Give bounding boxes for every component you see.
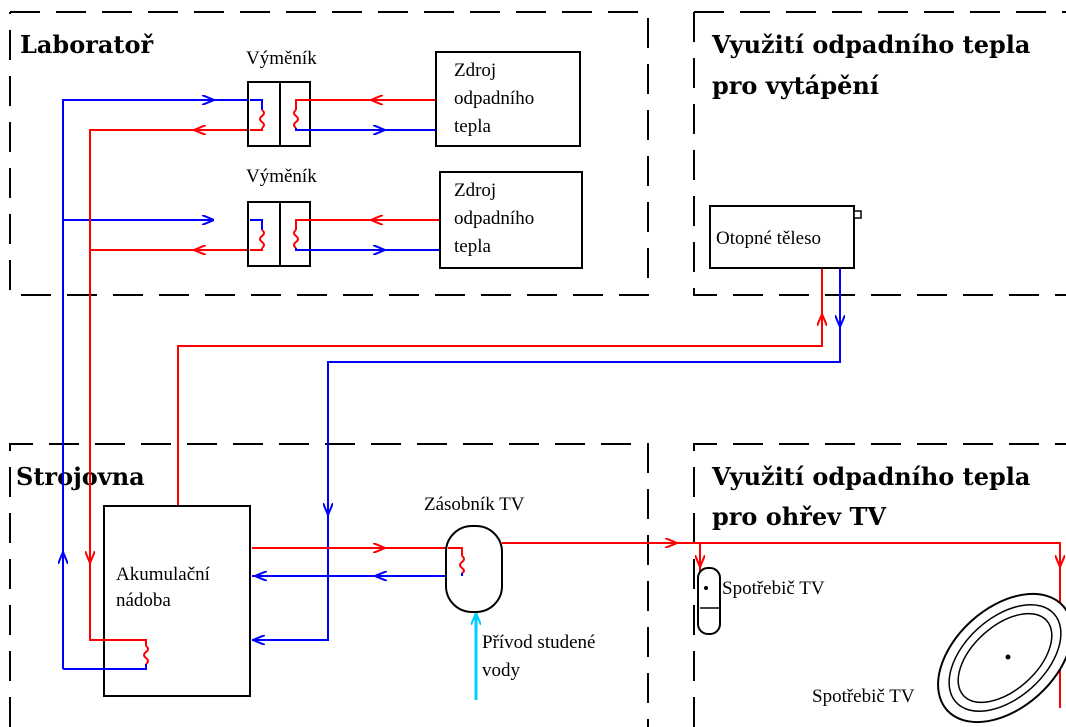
heat-source-1-line3: tepla: [454, 116, 491, 137]
blue-main-riser: [62, 99, 213, 669]
zone-boundaries: [9, 11, 1066, 727]
heat-source-2-line2: odpadního: [454, 208, 534, 229]
accumulator-coil: [143, 645, 149, 665]
exchanger-2-label: Výměník: [246, 166, 317, 187]
consumer-label-1: Spotřebič TV: [722, 578, 825, 599]
storage-tank-body: [445, 525, 503, 613]
zone-hot-water-title-line2: pro ohřev TV: [712, 502, 886, 531]
heat-source-2-box: [439, 171, 583, 269]
accumulator-label-line2: nádoba: [116, 590, 171, 611]
consumer-bathtub: Spotřebič TV: [812, 592, 1066, 724]
zone-machine-room-title: Strojovna: [16, 462, 145, 491]
sink-icon: [697, 567, 721, 635]
cold-water-inlet-line2: vody: [482, 660, 521, 681]
heat-source-2-line3: tepla: [454, 236, 491, 257]
heat-source-1-line2: odpadního: [454, 88, 534, 109]
cold-water-inlet-line1: Přívod studené: [482, 632, 595, 653]
zone-heating-title-line1: Využití odpadního tepla: [711, 30, 1030, 59]
zone-heating-title-line2: pro vytápění: [712, 71, 879, 100]
exchanger-1-label: Výměník: [246, 48, 317, 69]
consumer-sink: Spotřebič TV: [697, 567, 825, 635]
red-to-radiator: [177, 268, 823, 510]
blue-from-radiator: [252, 268, 841, 641]
heat-source-1-line1: Zdroj: [454, 60, 496, 81]
accumulator-box: [103, 505, 251, 697]
zone-hot-water-title-line1: Využití odpadního tepla: [711, 462, 1030, 491]
radiator-box: [709, 205, 855, 269]
accumulator-label-line1: Akumulační: [116, 564, 211, 585]
zone-hot-water-boundary: [693, 443, 1066, 727]
bathtub-icon: [937, 592, 1066, 724]
storage-tank: Zásobník TV: [424, 494, 525, 613]
heat-source-2: Zdroj odpadního tepla: [439, 171, 583, 269]
consumer-label-2: Spotřebič TV: [812, 686, 915, 707]
storage-tank-coil: [459, 555, 465, 574]
heat-source-1-box: [435, 51, 581, 147]
radiator-label: Otopné těleso: [716, 228, 821, 249]
exchanger-1: Výměník: [213, 48, 435, 147]
radiator-valve-icon: [853, 210, 862, 219]
radiator: Otopné těleso: [709, 205, 862, 269]
heat-source-1: Zdroj odpadního tepla: [435, 51, 581, 147]
heat-source-2-line1: Zdroj: [454, 180, 496, 201]
accumulator: Akumulační nádoba: [63, 505, 251, 697]
zone-lab-title: Laboratoř: [20, 30, 154, 59]
main-pipes: [62, 99, 1061, 708]
zone-heating-boundary-left: [693, 12, 1066, 296]
zone-lab-boundary: [9, 11, 649, 296]
storage-tank-label: Zásobník TV: [424, 494, 525, 515]
exchanger-2: Výměník: [246, 166, 440, 267]
